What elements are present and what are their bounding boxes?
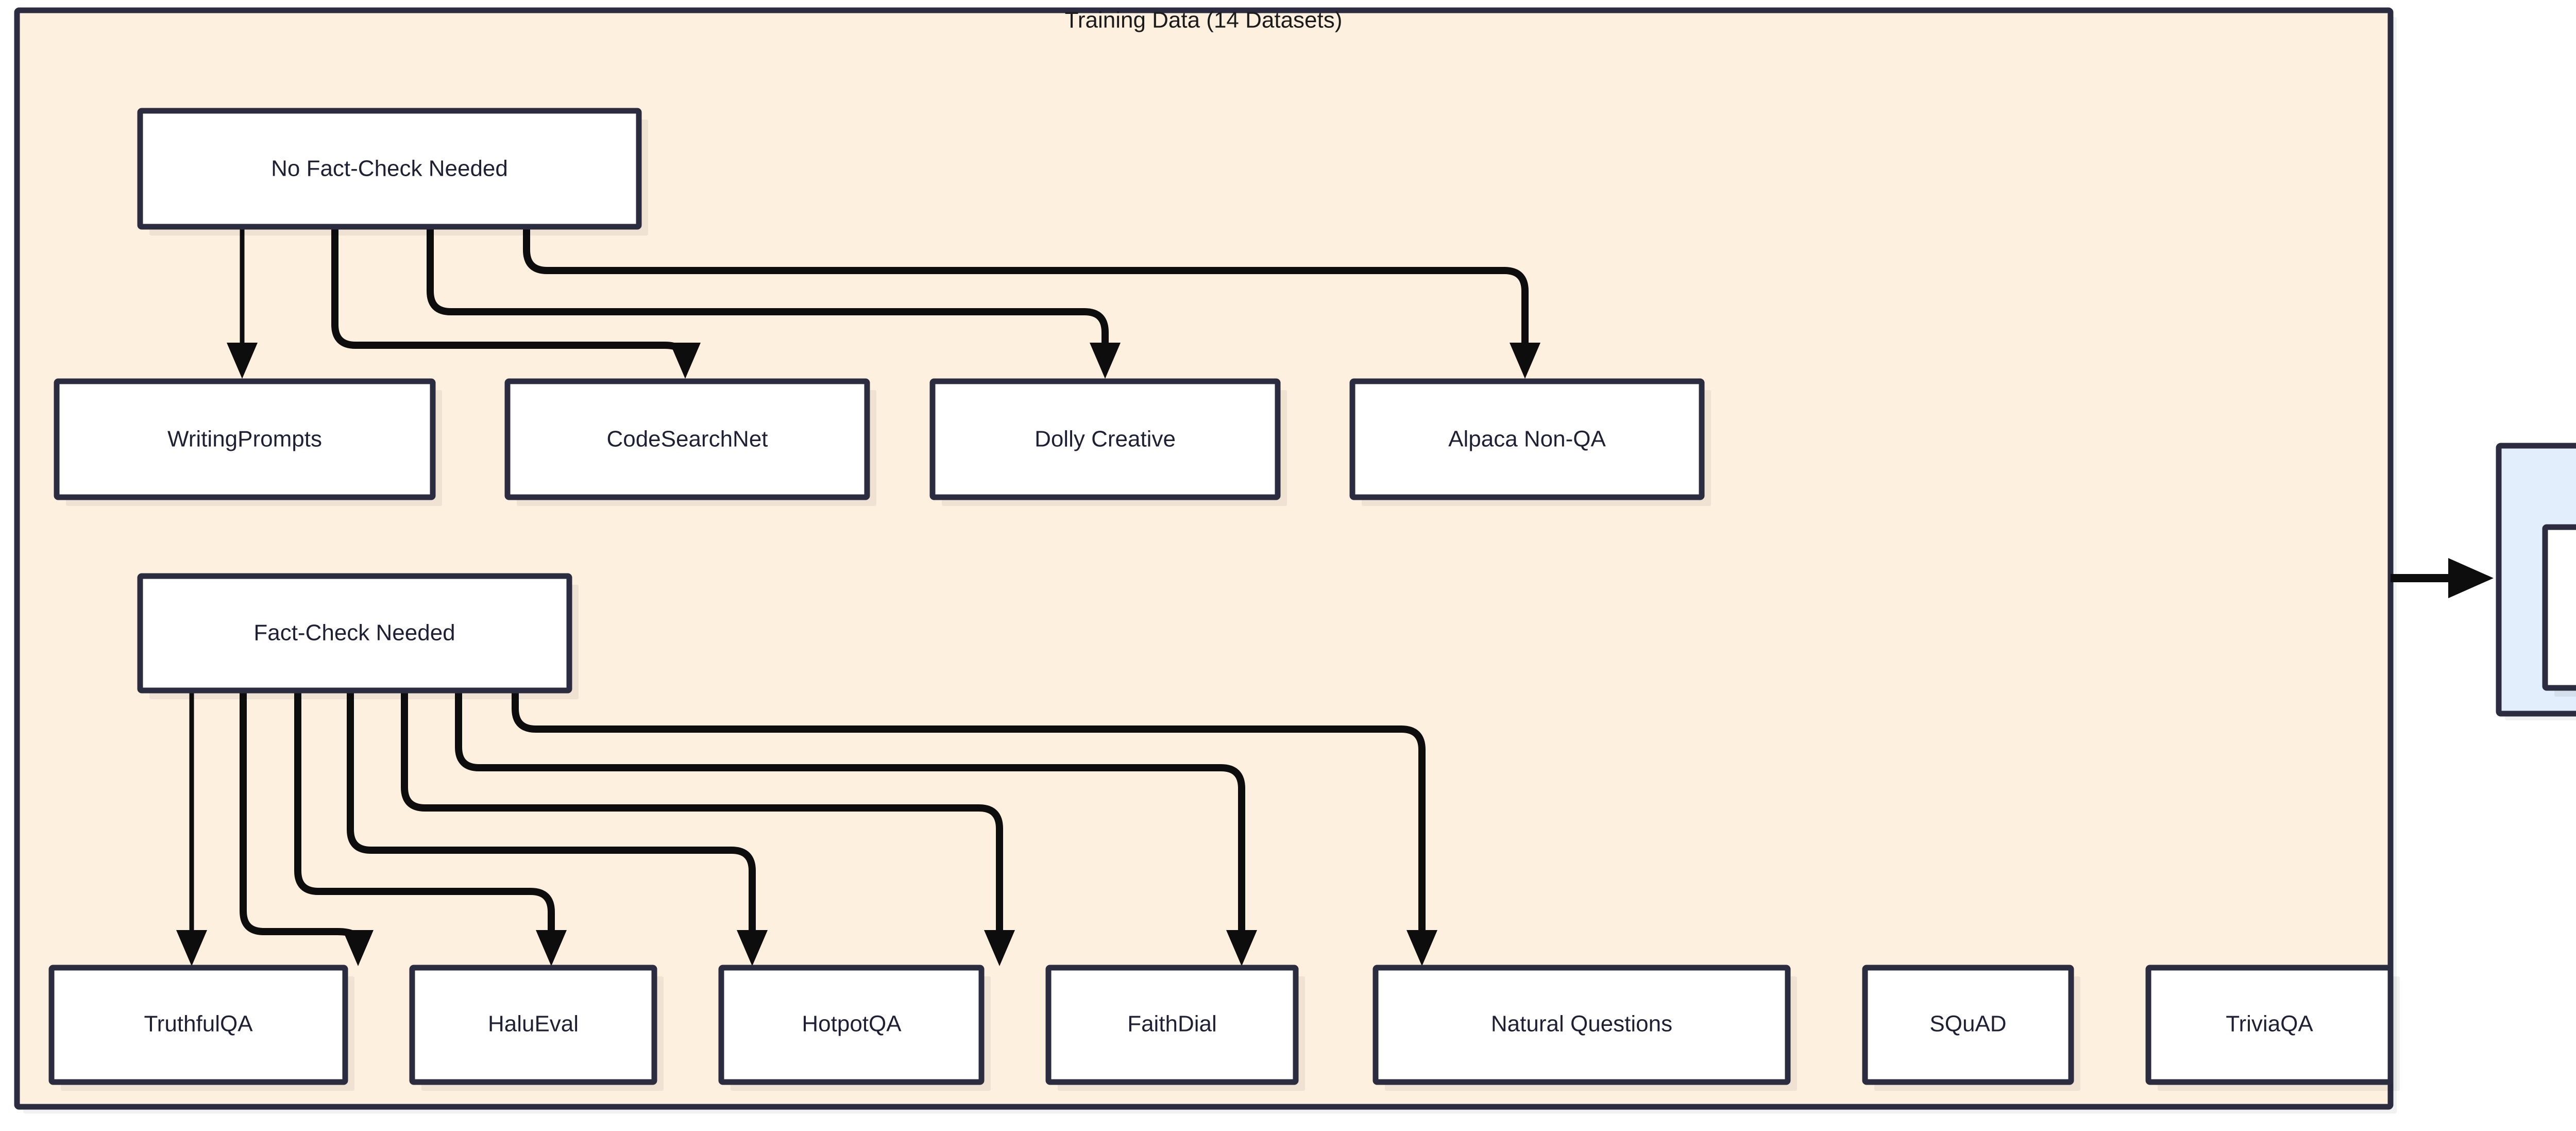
node-label-codesearchnet: CodeSearchNet [606, 427, 768, 452]
arrow-head-writingprompts [227, 343, 258, 379]
arrow-head-dolly-creative [1090, 343, 1121, 379]
node-dataset-faithdial[interactable]: FaithDial [1045, 965, 1305, 1091]
node-dataset-hotpotqa[interactable]: HotpotQA [718, 965, 991, 1091]
node-label-halueval: HaluEval [488, 1011, 579, 1037]
node-label-alpaca-non-qa: Alpaca Non-QA [1448, 427, 1606, 452]
edge-fact-check-to-triviaqa [512, 690, 1426, 943]
node-dataset-natural-questions[interactable]: Natural Questions [1372, 965, 1797, 1091]
node-dataset-halueval[interactable]: HaluEval [409, 965, 664, 1091]
arrow-head-squad [1226, 930, 1257, 966]
node-label-dolly-creative: Dolly Creative [1035, 427, 1176, 452]
edge-no-fact-check-to-alpaca-non-qa [523, 227, 1529, 356]
node-dataset-truthfulqa[interactable]: TruthfulQA [48, 965, 354, 1091]
arrow-head-hotpotqa [536, 930, 567, 966]
node-label-writingprompts: WritingPrompts [167, 427, 322, 452]
edge-fact-check-to-faithdial [347, 690, 756, 943]
node-dataset-codesearchnet[interactable]: CodeSearchNet [504, 378, 876, 506]
node-dataset-squad[interactable]: SQuAD [1862, 965, 2080, 1091]
dataset-row-fact-check: TruthfulQA HaluEval HotpotQA FaithDial [48, 965, 2400, 1091]
edge-group-fact-check [176, 690, 1437, 966]
node-pipeline-modernbert-base[interactable]: ModernBERT Base [2542, 524, 2576, 697]
arrow-head-alpaca-non-qa [1510, 343, 1540, 379]
node-dataset-dolly-creative[interactable]: Dolly Creative [929, 378, 1287, 506]
node-label-faithdial: FaithDial [1127, 1011, 1217, 1037]
node-label-fact-check-needed: Fact-Check Needed [253, 620, 455, 646]
arrow-head-triviaqa [1406, 930, 1437, 966]
node-label-no-fact-check-needed: No Fact-Check Needed [271, 156, 508, 181]
node-dataset-writingprompts[interactable]: WritingPrompts [54, 378, 442, 506]
node-dataset-triviaqa[interactable]: TriviaQA [2145, 965, 2400, 1091]
arrow-head-halueval [343, 930, 374, 966]
edge-no-fact-check-to-dolly-creative [427, 227, 1109, 356]
edge-fact-check-to-hotpotqa [294, 690, 555, 943]
node-fact-check-needed[interactable]: Fact-Check Needed [137, 573, 579, 699]
arrow-head-faithdial [737, 930, 768, 966]
edge-fact-check-to-natural-questions [401, 690, 1003, 943]
cluster-label-training-data: Training Data (14 Datasets) [1065, 8, 1343, 33]
edge-group-no-fact-check [227, 227, 1540, 379]
arrow-head-truthfulqa [176, 930, 207, 966]
node-label-hotpotqa: HotpotQA [802, 1011, 902, 1037]
dataset-row-no-fact-check: WritingPrompts CodeSearchNet Dolly Creat… [54, 378, 1711, 506]
node-label-truthfulqa: TruthfulQA [144, 1011, 253, 1037]
arrow-head-natural-questions [984, 930, 1015, 966]
node-label-squad: SQuAD [1929, 1011, 2006, 1037]
edge-group-training-to-sentinel [2391, 558, 2494, 598]
node-no-fact-check-needed[interactable]: No Fact-Check Needed [137, 108, 648, 235]
edge-fact-check-to-squad [455, 690, 1245, 943]
node-label-natural-questions: Natural Questions [1491, 1011, 1672, 1037]
pipeline-row-halugate: ModernBERT Base LoRA Adapter Binary Clas… [2542, 524, 2576, 697]
arrow-head-halugate-sentinel [2448, 558, 2494, 598]
node-dataset-alpaca-non-qa[interactable]: Alpaca Non-QA [1349, 378, 1711, 506]
node-label-triviaqa: TriviaQA [2226, 1011, 2313, 1037]
arrow-head-codesearchnet [670, 343, 701, 379]
cluster-training-data: Training Data (14 Datasets) [14, 7, 2397, 1113]
